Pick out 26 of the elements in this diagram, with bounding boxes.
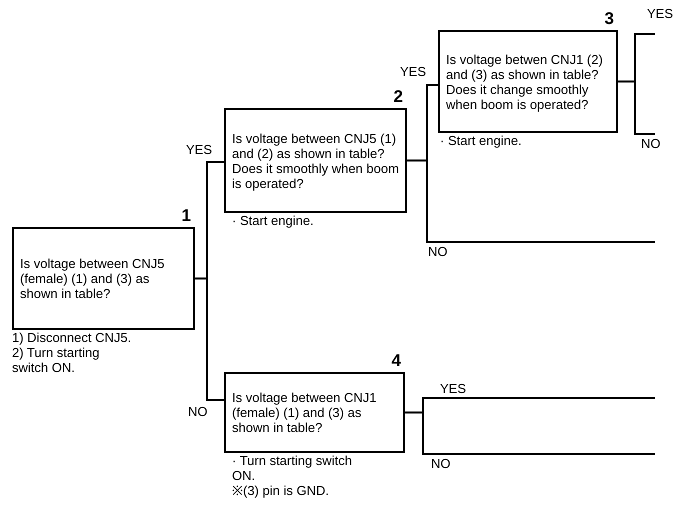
edge-label: YES [186, 142, 212, 157]
step-number: 3 [604, 10, 614, 28]
connector-line [407, 160, 655, 243]
edge-label: YES [400, 64, 426, 79]
connector-line [405, 412, 655, 455]
step-number: 1 [182, 207, 191, 225]
note-text: ※(3) pin is GND. [232, 483, 330, 498]
edge-label: NO [428, 244, 448, 259]
question-text: Is voltage between CNJ1 (female) (1) and (3) as shown in table? [232, 390, 378, 435]
question-text: Is voltage betwen CNJ1 (2) and (3) as shown in table? Does it change smoothly when boom is operated? [446, 52, 604, 112]
edge-label: NO [188, 404, 208, 419]
note-text: · Turn starting switch ON. [232, 453, 352, 483]
edge-label: YES [440, 381, 466, 396]
connector-line [195, 278, 224, 401]
note-text: 1) Disconnect CNJ5. [12, 330, 132, 345]
connector-line [618, 80, 655, 135]
note-text: 2) Turn starting switch ON. [12, 345, 100, 375]
step-number: 4 [392, 352, 401, 370]
note-text: · Start engine. [232, 213, 315, 228]
note-text: · Start engine. [440, 133, 523, 148]
edge-label: NO [641, 136, 660, 151]
edge-label: YES [647, 6, 674, 21]
question-text: Is voltage between CNJ5 (1) and (2) as shown in table? Does it smoothly when boom is operated? [232, 130, 399, 190]
edge-label: NO [431, 456, 450, 471]
question-text: Is voltage between CNJ5 (female) (1) and (3) as shown in table? [20, 256, 166, 301]
step-number: 2 [394, 88, 403, 106]
